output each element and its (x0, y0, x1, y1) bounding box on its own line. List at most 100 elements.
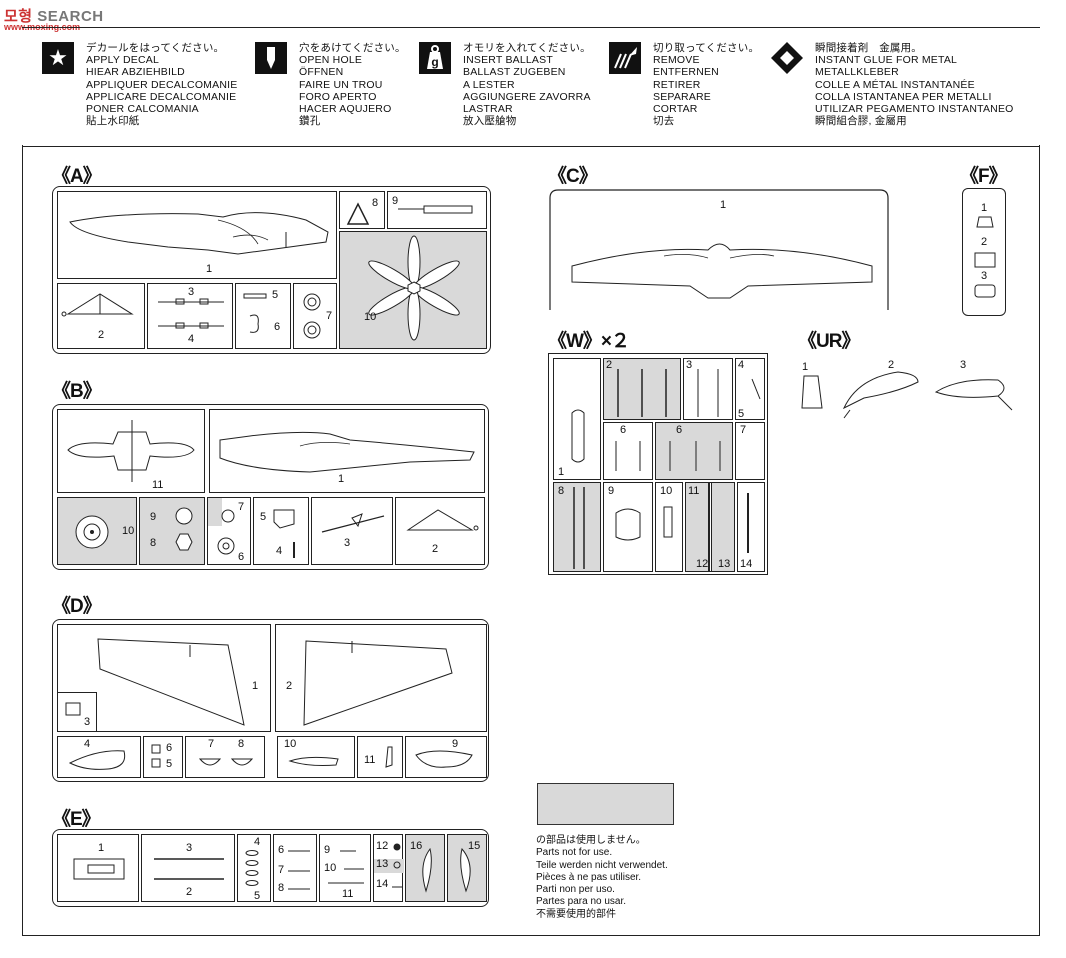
part-number: 9 (452, 738, 459, 750)
part-number: 10 (324, 862, 337, 874)
part-number: 5 (166, 758, 173, 770)
glue-icon (771, 42, 803, 74)
page-border-left (22, 145, 23, 935)
sprue-f-frame: 1 2 3 (962, 188, 1006, 316)
part-number: 12 (376, 840, 389, 852)
part-number: 1 (206, 263, 213, 275)
part-w11-cell: 11 (685, 482, 709, 572)
part-number: 6 (278, 844, 285, 856)
part-number: 15 (468, 840, 481, 852)
part-number: 4 (188, 333, 195, 345)
part-number: 11 (342, 888, 354, 900)
part-number: 1 (252, 680, 259, 692)
part-w6-cell: 6 (603, 422, 653, 480)
part-d3-cell: 3 (57, 692, 97, 732)
part-b3-cell: 3 (311, 497, 393, 565)
part-number: 2 (981, 236, 988, 248)
part-w6b-cell: 6 (655, 422, 733, 480)
part-number: 2 (98, 329, 105, 341)
part-e9-e11-cell: 9 10 11 (319, 834, 371, 902)
sprue-c-frame: 1 (548, 186, 890, 316)
part-number: 12 (696, 558, 709, 570)
part-number: 11 (688, 485, 700, 497)
section-b-title: 《B》 (52, 381, 102, 402)
part-e15-cell: 15 (447, 834, 487, 902)
part-number: 8 (372, 197, 379, 209)
part-number: 11 (152, 479, 164, 491)
part-w9-cell: 9 (603, 482, 653, 572)
watermark-logo: 모형 SEARCH www.moxing.com (4, 8, 104, 32)
part-number: 3 (344, 537, 351, 549)
part-d11-cell: 11 (357, 736, 403, 778)
part-a8-cell: 8 (339, 191, 385, 229)
unused-parts-swatch (537, 783, 674, 825)
part-a1-cell: 1 (57, 191, 337, 279)
part-number: 6 (620, 424, 627, 436)
part-number: 10 (364, 311, 377, 323)
part-number: 2 (888, 359, 895, 371)
section-w-title: 《W》×２ (548, 331, 630, 352)
part-d2-cell: 2 (275, 624, 487, 732)
part-number: 2 (432, 543, 439, 555)
section-e-title: 《E》 (52, 809, 101, 830)
weight-glyph: g (431, 55, 438, 69)
fuselage-half-drawing (69, 212, 329, 255)
part-e2-e3-cell: 3 2 (141, 834, 235, 902)
part-e4-e5-cell: 4 5 (237, 834, 271, 902)
part-number: 8 (558, 485, 565, 497)
part-number: 1 (720, 199, 727, 211)
sprue-a-frame: 1 8 9 10 2 3 4 5 6 (52, 186, 491, 354)
part-number: 1 (338, 473, 345, 485)
part-b2-cell: 2 (395, 497, 485, 565)
part-number: 14 (740, 558, 753, 570)
part-number: 4 (84, 738, 91, 750)
part-number: 10 (122, 525, 135, 537)
part-b10-cell: 10 (57, 497, 137, 565)
part-number: 3 (84, 716, 91, 728)
section-d-title: 《D》 (52, 596, 102, 617)
part-number: 16 (410, 840, 423, 852)
part-number: 6 (676, 424, 683, 436)
part-a10-cell: 10 (339, 231, 487, 349)
star-icon: ★ (42, 42, 74, 74)
part-number: 1 (802, 361, 809, 373)
part-e6-e8-cell: 6 7 8 (273, 834, 317, 902)
horizontal-tail-drawing (549, 189, 889, 310)
part-a9-cell: 9 (387, 191, 487, 229)
part-number: 5 (738, 408, 745, 420)
part-number: 4 (738, 359, 745, 371)
part-number: 6 (238, 551, 245, 563)
part-number: 1 (981, 202, 988, 214)
part-number: 8 (278, 882, 285, 894)
part-number: 14 (376, 878, 389, 890)
part-number: 1 (558, 466, 565, 478)
part-number: 7 (278, 864, 285, 876)
section-a-title: 《A》 (52, 166, 102, 187)
part-number: 6 (166, 742, 173, 754)
part-number: 9 (608, 485, 615, 497)
part-d5-d6-cell: 6 5 (143, 736, 183, 778)
part-number: 10 (284, 738, 297, 750)
part-number: 3 (981, 270, 988, 282)
part-number: 3 (186, 842, 193, 854)
sprue-b-frame: 11 1 10 9 8 7 6 5 4 3 2 (52, 404, 489, 570)
page-border-bottom (22, 935, 1040, 936)
part-w13-cell: 13 (711, 482, 735, 572)
page-border-right (1039, 145, 1040, 935)
part-number: 3 (960, 359, 967, 371)
knife-icon (609, 42, 641, 74)
part-number: 9 (392, 195, 399, 207)
part-b4-b5-cell: 5 4 (253, 497, 309, 565)
part-number: 7 (238, 501, 245, 513)
sprue-ur-parts: 1 2 3 (798, 358, 1028, 428)
part-d10-cell: 10 (277, 736, 355, 778)
section-f-title: 《F》 (960, 166, 1008, 187)
sprue-e-frame: 1 3 2 4 5 6 7 8 9 10 11 12 13 14 16 15 (52, 829, 489, 907)
part-d9-cell: 9 (405, 736, 487, 778)
part-number: 13 (718, 558, 731, 570)
